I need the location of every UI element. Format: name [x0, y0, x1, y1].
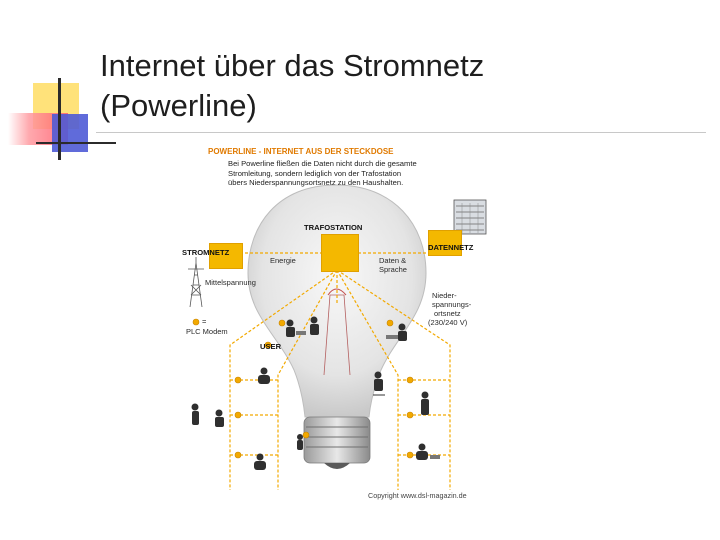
infographic-drawing	[188, 184, 487, 490]
slide-title-line1: Internet über das Stromnetz	[100, 48, 485, 83]
person-icon	[254, 453, 266, 470]
person-icon	[297, 434, 303, 450]
person-icon	[416, 443, 440, 460]
trafostation-box	[321, 234, 359, 272]
intro-line: Stromleitung, sondern lediglich von der …	[228, 168, 402, 178]
nieder-label-2: spannungs-	[432, 300, 472, 309]
network-lines	[229, 252, 451, 490]
copyright-text: Copyright www.dsl-magazin.de	[368, 491, 467, 500]
slide-title: Internet über das Stromnetz (Powerline)	[100, 46, 660, 126]
legend-equals: =	[202, 317, 207, 326]
infographic-header: POWERLINE - INTERNET AUS DER STECKDOSE	[208, 147, 394, 156]
stromnetz-label: STROMNETZ	[182, 248, 230, 257]
nieder-label-4: (230/240 V)	[428, 318, 468, 327]
mittelspannung-label: Mittelspannung	[205, 278, 256, 287]
title-underline	[96, 132, 706, 133]
daten-label-line2: Sprache	[379, 265, 407, 274]
daten-label-line1: Daten &	[379, 256, 407, 265]
person-icon	[191, 403, 199, 425]
datennetz-box	[428, 230, 462, 256]
person-icon	[215, 409, 224, 427]
nieder-label-3: ortsnetz	[434, 309, 461, 318]
slide-title-line2: (Powerline)	[100, 88, 257, 123]
plc-modem-icons	[192, 318, 414, 459]
intro-line: übers Niederspannungsortsnetz zu den Hau…	[228, 178, 404, 187]
person-icon	[386, 323, 407, 341]
server-icon	[453, 199, 487, 235]
energie-label: Energie	[270, 256, 296, 265]
person-icon	[373, 371, 385, 396]
decor-vertical-line	[58, 78, 61, 160]
person-icon	[258, 367, 270, 384]
trafostation-label: TRAFOSTATION	[304, 223, 363, 232]
person-icon	[310, 316, 319, 335]
person-icon	[421, 391, 429, 415]
stromnetz-box	[209, 243, 243, 269]
person-icons	[191, 316, 440, 470]
decor-horizontal-line	[36, 142, 116, 144]
datennetz-label: DATENNETZ	[428, 243, 474, 252]
pylon-icon	[188, 257, 204, 308]
person-icon	[286, 319, 306, 337]
powerline-infographic: POWERLINE - INTERNET AUS DER STECKDOSE B…	[178, 145, 490, 503]
nieder-label-1: Nieder-	[432, 291, 457, 300]
user-label: USER	[260, 342, 282, 351]
infographic-intro: Bei Powerline fließen die Daten nicht du…	[228, 159, 458, 188]
plc-modem-label: PLC Modem	[186, 327, 228, 336]
intro-line: Bei Powerline fließen die Daten nicht du…	[228, 159, 417, 168]
